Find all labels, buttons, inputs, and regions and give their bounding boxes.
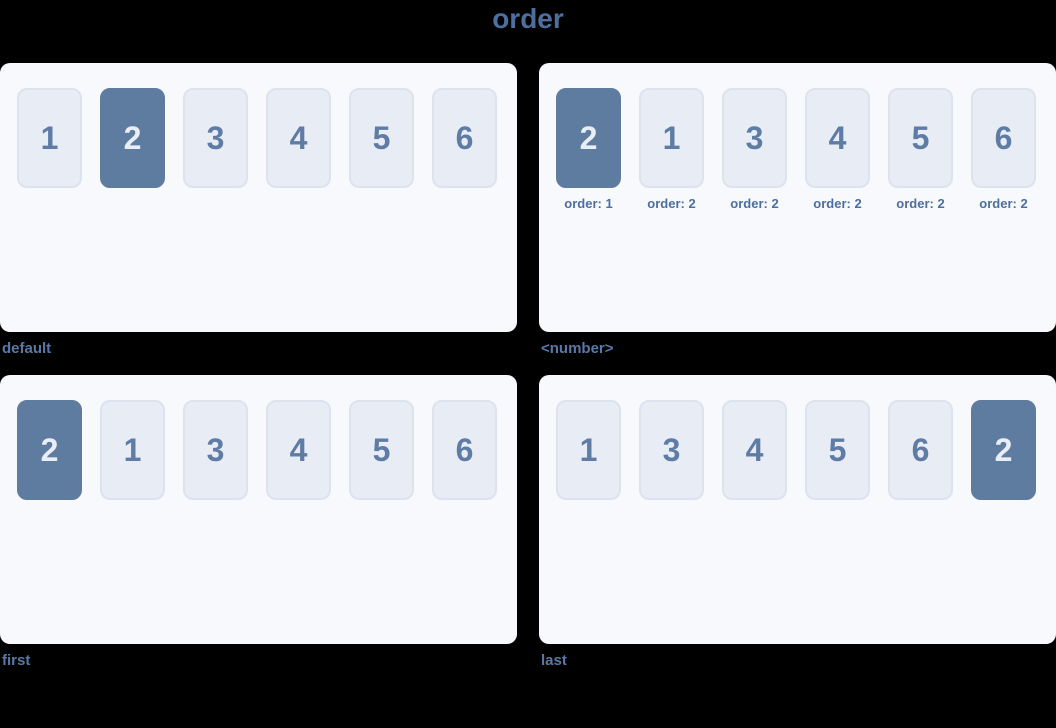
flex-item: 6 order: 2	[971, 88, 1036, 211]
flex-item: 3	[183, 88, 248, 188]
flex-item: 5 order: 2	[888, 88, 953, 211]
flex-items-row: 2 order: 1 1 order: 2 3 order: 2 4 order: 2 5 ord…	[556, 88, 1040, 211]
flex-item: 1 order: 2	[639, 88, 704, 211]
flex-item-highlighted: 2	[971, 400, 1036, 500]
flex-item: 4	[722, 400, 787, 500]
flex-item: 6	[888, 400, 953, 500]
flex-item-box: 6	[888, 400, 953, 500]
page-title: order	[492, 3, 564, 34]
flex-item-box: 3	[722, 88, 787, 188]
example-caption-last: last	[541, 652, 567, 669]
order-value-label: order: 2	[647, 196, 696, 211]
flex-item-box: 6	[432, 400, 497, 500]
example-caption-first: first	[2, 652, 31, 669]
flex-item-box: 3	[639, 400, 704, 500]
flex-item-box: 1	[100, 400, 165, 500]
flex-item: 3	[639, 400, 704, 500]
order-value-label: order: 2	[896, 196, 945, 211]
flex-item: 6	[432, 400, 497, 500]
flex-item: 4 order: 2	[805, 88, 870, 211]
flex-item-highlighted: 2 order: 1	[556, 88, 621, 211]
flex-container-number: 2 order: 1 1 order: 2 3 order: 2 4 order: 2 5 ord…	[539, 63, 1056, 332]
flex-item: 6	[432, 88, 497, 188]
flex-item-highlighted: 2	[100, 88, 165, 188]
flex-item: 1	[556, 400, 621, 500]
flex-item: 4	[266, 88, 331, 188]
flex-item-box: 6	[432, 88, 497, 188]
flex-item-highlighted: 2	[17, 400, 82, 500]
flex-item: 4	[266, 400, 331, 500]
order-value-label: order: 2	[979, 196, 1028, 211]
flex-item: 3	[183, 400, 248, 500]
flex-item: 5	[349, 88, 414, 188]
flex-item-box: 5	[805, 400, 870, 500]
flex-item-box: 1	[556, 400, 621, 500]
flex-item: 1	[100, 400, 165, 500]
example-caption-number: <number>	[541, 340, 614, 357]
flex-item-box: 4	[722, 400, 787, 500]
flex-item-box: 2	[100, 88, 165, 188]
example-number: 2 order: 1 1 order: 2 3 order: 2 4 order: 2 5 ord…	[539, 63, 1056, 358]
order-value-label: order: 2	[730, 196, 779, 211]
order-value-label: order: 1	[564, 196, 613, 211]
flex-item: 5	[805, 400, 870, 500]
flex-item-box: 1	[17, 88, 82, 188]
flex-item: 1	[17, 88, 82, 188]
flex-item-box: 2	[17, 400, 82, 500]
flex-item-box: 5	[349, 400, 414, 500]
flex-item-box: 4	[266, 88, 331, 188]
flex-item-box: 4	[805, 88, 870, 188]
flex-item-box: 3	[183, 400, 248, 500]
flex-item-box: 4	[266, 400, 331, 500]
flex-item-box: 2	[556, 88, 621, 188]
flex-item-box: 1	[639, 88, 704, 188]
flex-item-box: 6	[971, 88, 1036, 188]
flex-item-box: 2	[971, 400, 1036, 500]
flex-item-box: 5	[349, 88, 414, 188]
order-value-label: order: 2	[813, 196, 862, 211]
flex-item-box: 5	[888, 88, 953, 188]
example-caption-default: default	[2, 340, 52, 357]
flex-item: 3 order: 2	[722, 88, 787, 211]
flex-item: 5	[349, 400, 414, 500]
flex-item-box: 3	[183, 88, 248, 188]
